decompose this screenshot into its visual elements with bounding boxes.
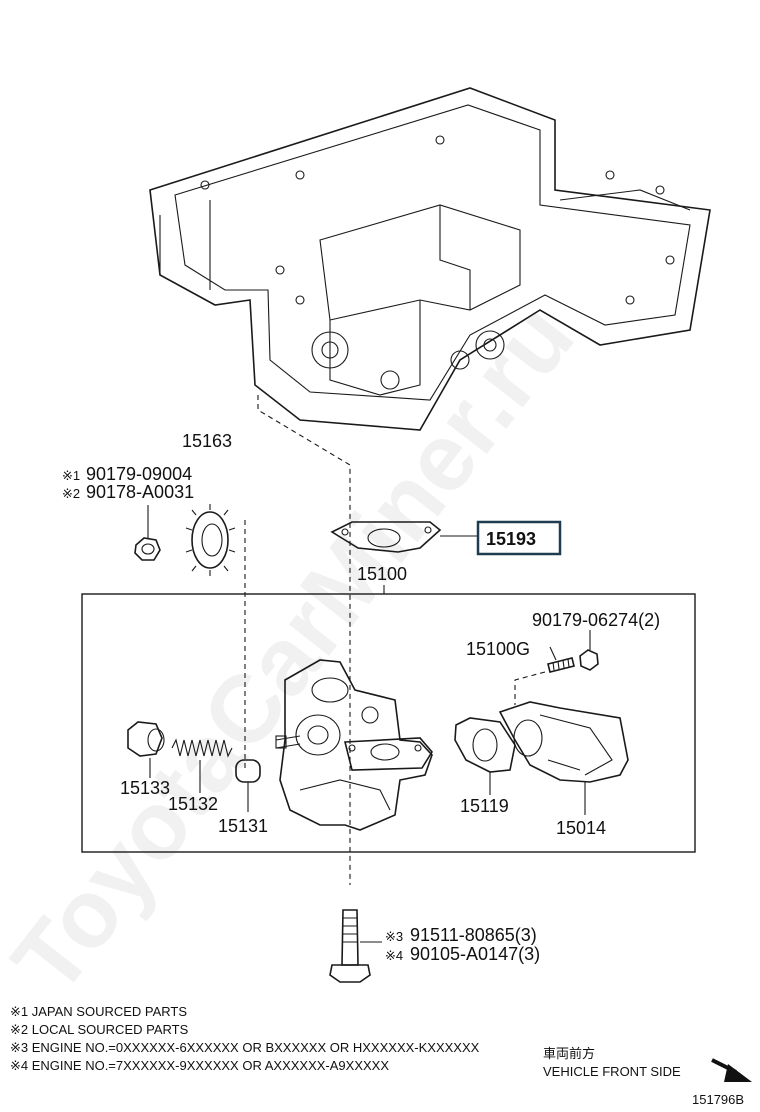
part-label-box-15193[interactable] <box>476 520 562 556</box>
part-label-15193: 15193 <box>486 529 536 549</box>
footnote-1: ※1 JAPAN SOURCED PARTS <box>10 1004 187 1019</box>
footnote-4: ※4 ENGINE NO.=7XXXXXX-9XXXXXX OR AXXXXXX… <box>10 1058 389 1073</box>
figure-code: 151796B <box>692 1092 744 1107</box>
strainer-gasket-drawing <box>454 717 516 773</box>
relief-valve-spring-drawing <box>171 738 233 758</box>
part-label-15132: 15132 <box>168 794 218 814</box>
relief-valve-plug-drawing <box>127 721 165 757</box>
oil-strainer-drawing <box>498 701 629 783</box>
bolt-ref-mark-4: ※4 <box>385 948 403 963</box>
direction-label-en: VEHICLE FRONT SIDE <box>543 1064 681 1079</box>
direction-arrow-icon <box>711 1058 752 1082</box>
oil-pump-drawing <box>275 659 433 831</box>
flange-bolt-drawing <box>329 909 371 983</box>
sprocket-drawing <box>185 504 236 576</box>
bolt-ref-mark-3: ※3 <box>385 929 403 944</box>
part-label-15100G: 15100G <box>466 639 530 659</box>
part-label-15131: 15131 <box>218 816 268 836</box>
footnote-2: ※2 LOCAL SOURCED PARTS <box>10 1022 189 1037</box>
gasket-drawing <box>330 521 442 553</box>
leader-15100G <box>549 646 557 661</box>
part-label-15119: 15119 <box>460 796 509 816</box>
bolt-ref-number-4: 90105-A0147(3) <box>410 944 540 964</box>
nut-drawing <box>134 537 161 561</box>
stud-drawing <box>547 657 575 673</box>
part-label-15014: 15014 <box>556 818 606 838</box>
oil-pan-housing-drawing <box>149 87 711 431</box>
direction-label-jp: 車両前方 <box>543 1046 595 1061</box>
bolt-ref-number-3: 91511-80865(3) <box>410 925 537 945</box>
nut-ref-mark-2: ※2 <box>62 486 80 501</box>
footnote-3: ※3 ENGINE NO.=0XXXXXX-6XXXXXX OR BXXXXXX… <box>10 1040 480 1055</box>
part-label-15133: 15133 <box>120 778 170 798</box>
part-label-15163: 15163 <box>182 431 232 451</box>
part-label-15100: 15100 <box>357 564 407 584</box>
nut-ref-mark-1: ※1 <box>62 468 80 483</box>
alignment-line-stud <box>514 671 546 705</box>
part-label-stud-nut: 90179-06274(2) <box>532 610 660 630</box>
nut-ref-number-1: 90179-09004 <box>86 464 192 484</box>
stud-nut-drawing <box>579 649 599 671</box>
nut-ref-number-2: 90178-A0031 <box>86 482 194 502</box>
assembly-frame <box>81 593 696 853</box>
